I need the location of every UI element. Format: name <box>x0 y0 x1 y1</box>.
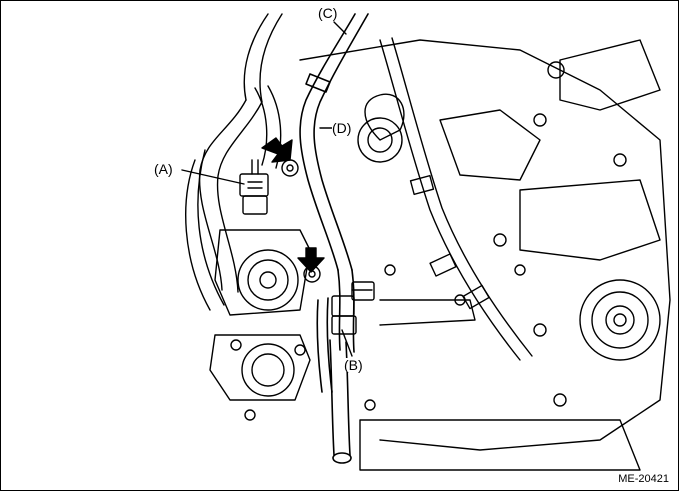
label-b: (B) <box>344 357 363 373</box>
leader-c <box>333 21 347 35</box>
alternator <box>209 229 311 421</box>
label-d: (D) <box>332 120 352 136</box>
label-a: (A) <box>154 161 173 177</box>
figure-code: ME-20421 <box>616 473 671 485</box>
arrow-down-icon <box>261 137 293 163</box>
engine-block <box>299 39 671 471</box>
leader-a <box>181 169 245 185</box>
leader-b <box>341 329 353 357</box>
label-c: (C) <box>318 5 338 21</box>
arrow-down-icon <box>297 247 325 273</box>
bolt-upper <box>281 159 299 177</box>
crank-pulley <box>579 279 661 361</box>
left-hoses <box>185 13 283 311</box>
bolt-upper-center <box>286 164 294 172</box>
harness-d <box>299 13 369 464</box>
connector-a <box>239 159 269 215</box>
right-pipe <box>379 37 533 361</box>
